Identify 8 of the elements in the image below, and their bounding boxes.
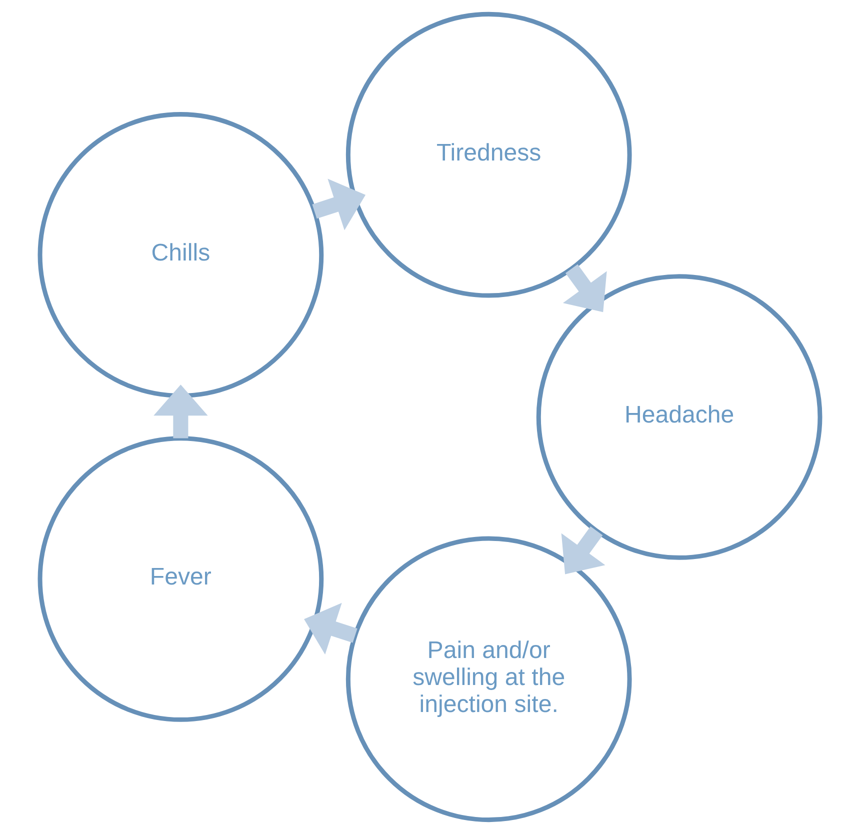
node-circle: Pain and/or swelling at the injection site. xyxy=(346,536,632,822)
arrow xyxy=(562,264,607,312)
node-circle: Fever xyxy=(38,436,324,722)
arrow xyxy=(561,526,606,574)
arrow xyxy=(304,602,358,654)
node-circle: Chills xyxy=(38,112,324,398)
arrow xyxy=(154,384,208,438)
arrow xyxy=(312,178,366,230)
